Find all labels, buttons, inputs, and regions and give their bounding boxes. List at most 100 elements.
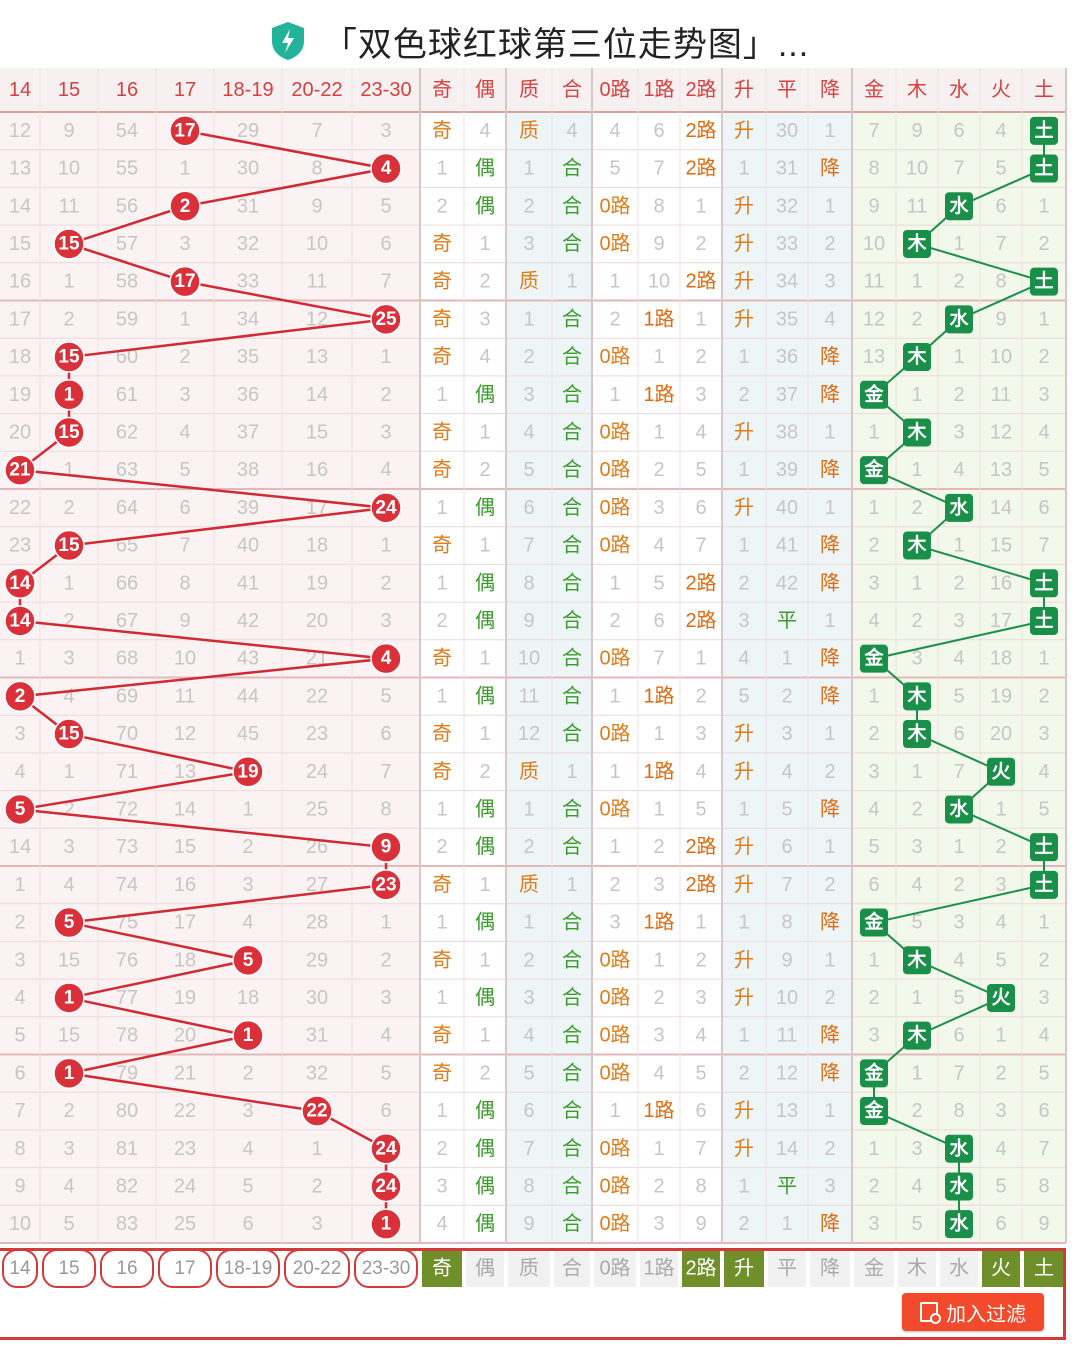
cell-value: 0路 (599, 345, 630, 368)
trend-line (16, 129, 388, 1225)
footer-filter-17[interactable] (854, 1250, 894, 1287)
cell-value: 奇 (432, 119, 452, 142)
cell-value: 3 (953, 912, 964, 934)
cell-value: 5 (242, 1175, 253, 1197)
cell-value: 7 (653, 158, 664, 180)
footer-filter-9[interactable] (508, 1250, 550, 1287)
cell-value: 合 (562, 684, 582, 707)
cell-value: 1 (824, 497, 835, 519)
cell-value: 4 (995, 1138, 1006, 1160)
footer-filter-12[interactable] (640, 1250, 678, 1287)
red-ball-number: 14 (9, 610, 31, 631)
footer-filter-20[interactable] (982, 1250, 1020, 1287)
cell-value: 4 (479, 346, 490, 368)
cell-value: 76 (116, 949, 138, 971)
cell-value: 58 (116, 271, 138, 293)
cell-value: 3 (868, 761, 879, 783)
footer-filter-label: 18-19 (224, 1258, 273, 1279)
cell-value: 合 (562, 194, 582, 217)
cell-value: 4 (695, 421, 706, 443)
footer-filter-15[interactable] (768, 1250, 806, 1287)
cell-value: 1 (609, 761, 620, 783)
cell-value: 3 (695, 987, 706, 1009)
cell-value: 10 (776, 987, 798, 1009)
wuxing-label: 木 (906, 948, 927, 971)
red-ball (4, 680, 36, 713)
cell-value: 2 (436, 610, 447, 632)
filter-panel (0, 1248, 1066, 1340)
cell-value: 偶 (475, 835, 495, 858)
footer-filter-10[interactable] (554, 1250, 590, 1287)
cell-value: 9 (179, 610, 190, 632)
cell-value: 67 (116, 610, 138, 632)
cell-value: 11 (175, 685, 196, 707)
cell-value: 18 (174, 949, 196, 971)
red-ball (370, 831, 402, 863)
cell-value: 0路 (599, 194, 630, 217)
footer-filter-19[interactable] (940, 1250, 978, 1287)
cell-value: 6 (653, 120, 664, 142)
cell-value: 3 (953, 421, 964, 443)
cell-value: 17 (9, 308, 31, 330)
footer-filter-18[interactable] (898, 1250, 936, 1287)
cell-value: 74 (116, 874, 138, 896)
cell-value: 偶 (475, 684, 495, 707)
cell-value: 4 (380, 459, 391, 481)
cell-value: 1 (436, 497, 447, 519)
cell-value: 3 (653, 1213, 664, 1235)
cell-value: 9 (1038, 1213, 1049, 1235)
cell-value: 4 (824, 308, 835, 330)
cell-value: 12 (776, 1062, 798, 1084)
footer-filter-8[interactable] (466, 1250, 504, 1287)
red-ball (370, 492, 402, 524)
cell-value: 6 (695, 1100, 706, 1122)
cell-value: 0路 (599, 232, 630, 255)
cell-value: 偶 (475, 383, 495, 406)
cell-value: 合 (562, 797, 582, 820)
cell-value: 1 (311, 1138, 322, 1160)
cell-value: 1 (436, 685, 447, 707)
footer-filter-11[interactable] (594, 1250, 636, 1287)
cell-value: 1 (653, 949, 664, 971)
cell-value: 3 (380, 421, 391, 443)
cell-value: 6 (242, 1213, 253, 1235)
cell-value: 奇 (432, 420, 452, 443)
cell-value: 9 (995, 308, 1006, 330)
cell-value: 3 (911, 836, 922, 858)
cell-value: 1 (479, 421, 490, 443)
cell-value: 3 (63, 648, 74, 670)
cell-value: 5 (523, 1062, 534, 1084)
cell-value: 20 (174, 1025, 196, 1047)
footer-filter-13[interactable] (682, 1250, 720, 1287)
cell-value: 6 (953, 723, 964, 745)
cell-value: 10 (518, 648, 540, 670)
add-filter-button[interactable]: 加入过滤 (902, 1293, 1044, 1331)
cell-value: 7 (953, 761, 964, 783)
footer-filter-7[interactable] (422, 1250, 462, 1287)
wuxing-box (945, 1172, 973, 1201)
footer-filter-14[interactable] (724, 1250, 764, 1287)
cell-value: 4 (995, 912, 1006, 934)
cell-value: 24 (174, 1175, 196, 1197)
cell-value: 14 (9, 195, 31, 217)
red-ball-number: 22 (306, 1101, 327, 1122)
red-ball-number: 15 (58, 724, 80, 745)
cell-value: 1 (738, 912, 749, 934)
cell-value: 4 (436, 1213, 447, 1235)
cell-value: 9 (911, 120, 922, 142)
cell-value: 3 (523, 233, 534, 255)
cell-value: 1 (479, 535, 490, 557)
cell-value: 72 (116, 798, 138, 820)
cell-value: 8 (523, 1175, 534, 1197)
cell-value: 1 (868, 497, 879, 519)
cell-value: 5 (1038, 1062, 1049, 1084)
footer-filter-label: 17 (174, 1258, 195, 1279)
cell-value: 1 (566, 761, 577, 783)
cell-value: 1 (479, 874, 490, 896)
footer-filter-16[interactable] (810, 1250, 850, 1287)
cell-value: 1路 (643, 684, 674, 707)
cell-value: 36 (776, 346, 798, 368)
cell-value: 2 (63, 308, 74, 330)
cell-value: 合 (562, 1061, 582, 1084)
footer-filter-21[interactable] (1024, 1250, 1064, 1287)
